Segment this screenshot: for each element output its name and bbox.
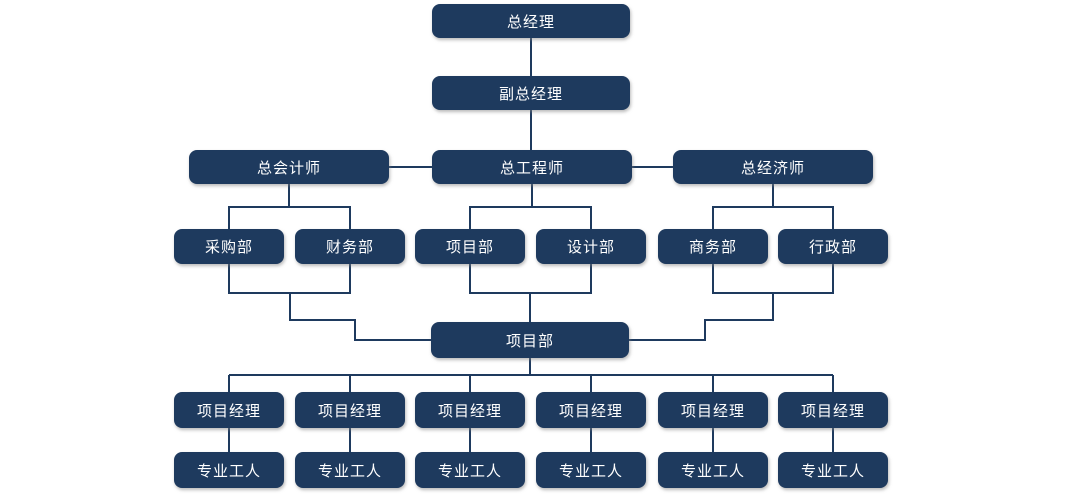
node-project-manager-1: 项目经理 <box>174 392 284 428</box>
edge-right-pair-to-hub <box>629 264 834 341</box>
node-project-manager-6: 项目经理 <box>778 392 888 428</box>
node-project-dept: 项目部 <box>415 229 525 264</box>
node-project-manager-3: 项目经理 <box>415 392 525 428</box>
edge-engineer-children <box>469 184 592 229</box>
node-professional-worker-2: 专业工人 <box>295 452 405 488</box>
node-deputy-general-manager: 副总经理 <box>432 76 630 110</box>
node-project-manager-2: 项目经理 <box>295 392 405 428</box>
edge-economist-children <box>712 184 834 229</box>
node-admin-dept: 行政部 <box>778 229 888 264</box>
node-professional-worker-3: 专业工人 <box>415 452 525 488</box>
node-professional-worker-6: 专业工人 <box>778 452 888 488</box>
edge-hub-to-managers <box>228 358 834 392</box>
edge-middle-pair-to-hub <box>469 264 592 322</box>
edge-accountant-children <box>228 184 351 229</box>
node-project-manager-5: 项目经理 <box>658 392 768 428</box>
node-finance-dept: 财务部 <box>295 229 405 264</box>
node-professional-worker-1: 专业工人 <box>174 452 284 488</box>
edge-managers-to-workers <box>228 428 834 452</box>
node-project-manager-4: 项目经理 <box>536 392 646 428</box>
node-design-dept: 设计部 <box>536 229 646 264</box>
node-chief-economist: 总经济师 <box>673 150 873 184</box>
node-purchasing-dept: 采购部 <box>174 229 284 264</box>
node-general-manager: 总经理 <box>432 4 630 38</box>
node-professional-worker-5: 专业工人 <box>658 452 768 488</box>
node-chief-accountant: 总会计师 <box>189 150 389 184</box>
edge-left-pair-to-hub <box>228 264 431 341</box>
node-project-dept-hub: 项目部 <box>431 322 629 358</box>
node-professional-worker-4: 专业工人 <box>536 452 646 488</box>
node-business-dept: 商务部 <box>658 229 768 264</box>
node-chief-engineer: 总工程师 <box>432 150 632 184</box>
